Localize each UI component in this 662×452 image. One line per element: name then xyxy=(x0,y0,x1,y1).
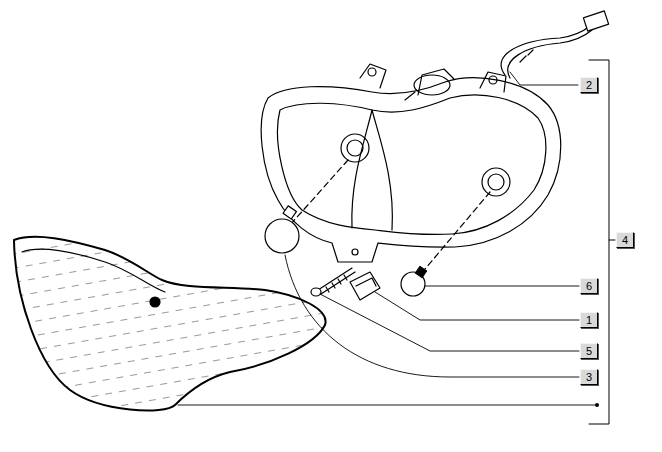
callout-box: 6 xyxy=(580,278,598,294)
callout-number: 1 xyxy=(586,315,592,326)
callout-number: 2 xyxy=(586,80,592,91)
callout-box: 3 xyxy=(580,369,598,385)
callout-box: 1 xyxy=(580,312,598,328)
callout-number: 6 xyxy=(586,281,592,292)
callout-box: 4 xyxy=(616,232,634,248)
callout-box: 2 xyxy=(580,77,598,93)
callout-number: 5 xyxy=(586,346,592,357)
callout-box: 5 xyxy=(580,343,598,359)
callout-number: 3 xyxy=(586,372,592,383)
callout-number: 4 xyxy=(622,235,628,246)
